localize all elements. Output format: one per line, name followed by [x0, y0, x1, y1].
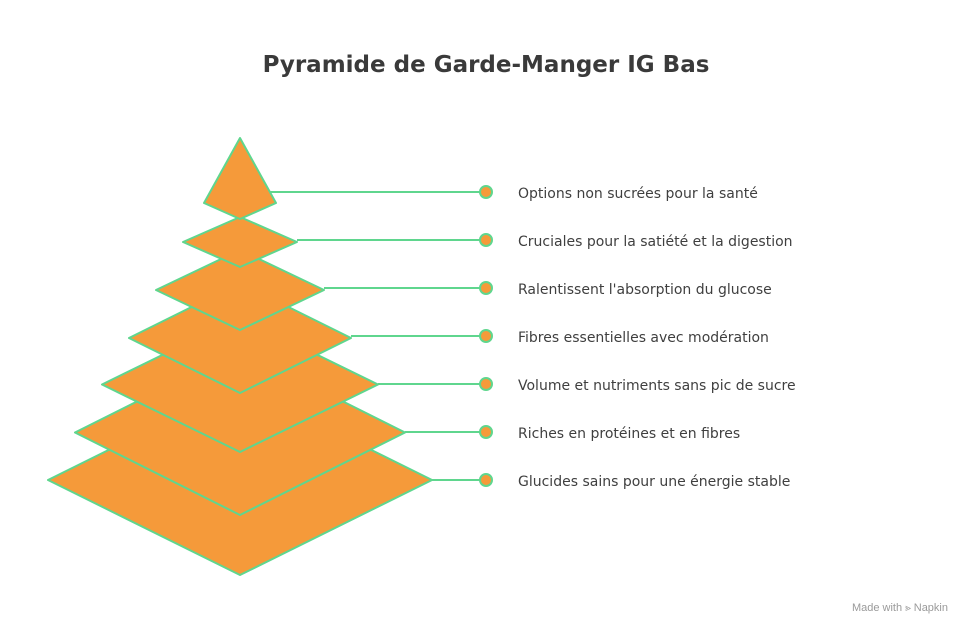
pyramid-tier-1: [203, 137, 277, 220]
napkin-logo-icon: ⪢: [905, 602, 911, 614]
connector-dot-5: [479, 377, 493, 391]
pyramid-tier-2: [182, 216, 298, 268]
connector-dot-2: [479, 233, 493, 247]
pyramid-tier-3: [155, 249, 325, 331]
tier-label-6: Riches en protéines et en fibres: [518, 426, 741, 442]
connector-dot-4: [479, 329, 493, 343]
diagram-title: Pyramide de Garde-Manger IG Bas: [262, 52, 710, 78]
tier-label-2: Cruciales pour la satiété et la digestio…: [518, 234, 793, 250]
connector-dot-1: [479, 185, 493, 199]
connector-dot-3: [479, 281, 493, 295]
connector-dot-7: [479, 473, 493, 487]
tier-label-7: Glucides sains pour une énergie stable: [518, 474, 791, 490]
made-with-napkin[interactable]: Made with ⪢ Napkin: [852, 602, 948, 614]
tier-label-3: Ralentissent l'absorption du glucose: [518, 282, 772, 298]
connector-dot-6: [479, 425, 493, 439]
tier-label-1: Options non sucrées pour la santé: [518, 186, 758, 202]
made-with-text: Made with: [851, 602, 903, 614]
pyramid-tier-4: [128, 282, 352, 394]
napkin-brand-text: Napkin: [913, 602, 948, 614]
tier-label-5: Volume et nutriments sans pic de sucre: [518, 378, 796, 394]
tier-label-4: Fibres essentielles avec modération: [518, 330, 769, 346]
